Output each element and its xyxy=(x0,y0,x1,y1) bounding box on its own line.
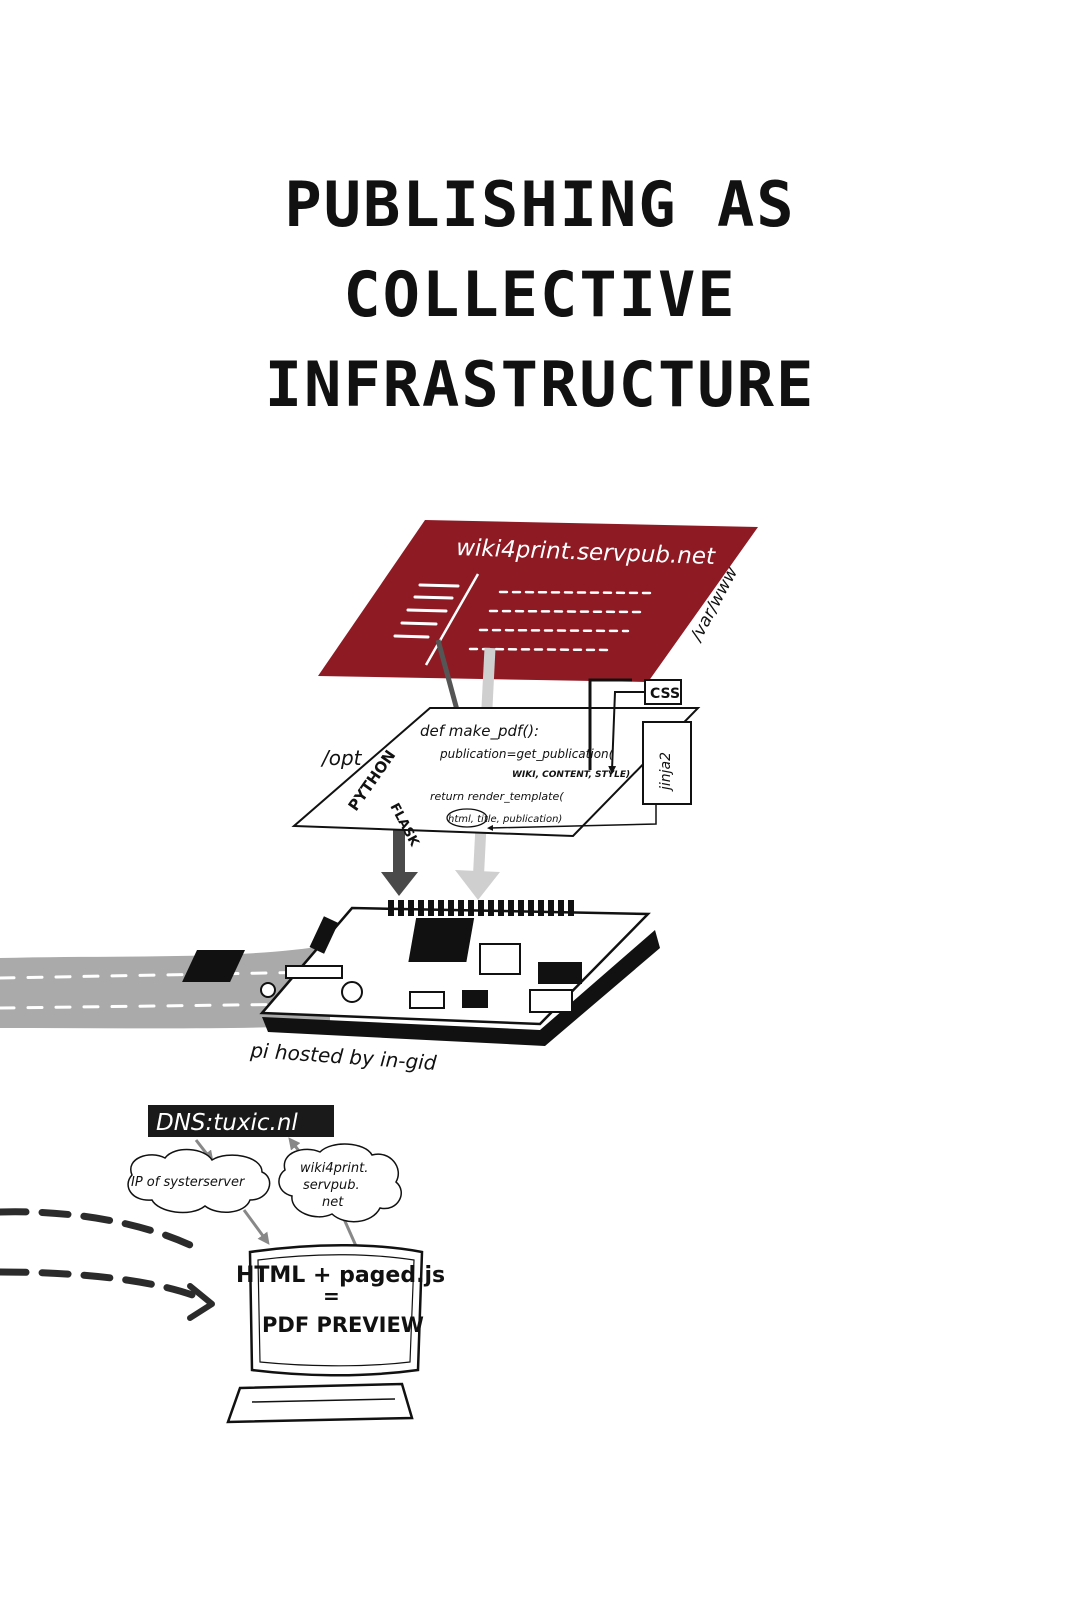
domain-bubble-line-1: wiki4print. xyxy=(300,1161,368,1176)
computer-line-1: HTML + paged.js xyxy=(236,1263,445,1288)
title-line-2: COLLECTIVE xyxy=(343,258,737,331)
website-panel-shape xyxy=(318,520,758,682)
pi-usb-port-2 xyxy=(529,989,573,1013)
computer-monitor-inner xyxy=(257,1254,415,1367)
pi-gpio-pins xyxy=(388,900,574,916)
pi-hdmi-port xyxy=(409,991,445,1009)
pi-cpu-chip xyxy=(182,950,246,982)
dns-label-text: DNS:tuxic.nl xyxy=(156,1110,298,1136)
ip-bubble-shape xyxy=(127,1148,271,1214)
pi-ethernet-port xyxy=(408,918,475,962)
computer-line-3: PDF PREVIEW xyxy=(262,1313,424,1337)
domain-bubble-line-3: net xyxy=(322,1195,344,1210)
domain-bubble-line-2: servpub. xyxy=(303,1178,360,1193)
dashed-flow-arrow-lower xyxy=(0,1268,209,1304)
pi-memory-chip xyxy=(479,943,521,975)
jinja-connector xyxy=(487,804,657,831)
title-line-3: INFRASTRUCTURE xyxy=(264,348,816,421)
left-bubble-to-computer-arrow xyxy=(242,1209,270,1245)
css-connector xyxy=(608,691,645,774)
pi-led xyxy=(260,982,276,998)
pi-usb-port-1 xyxy=(538,962,582,984)
web-to-pi-light-arrowhead xyxy=(455,870,500,900)
pi-power-port xyxy=(462,990,488,1008)
computer: HTML + paged.js = PDF PREVIEW xyxy=(226,1244,445,1424)
jinja-box: jinja2 xyxy=(487,721,692,831)
network-cable-shape xyxy=(0,945,330,1029)
pi-board-underside xyxy=(262,930,660,1046)
pi-flex-connector xyxy=(285,965,343,979)
dashed-flow-arrowhead xyxy=(187,1283,215,1321)
pi-audio-jack xyxy=(341,981,363,1003)
code-panel-shape xyxy=(291,707,701,838)
computer-line-2: = xyxy=(323,1284,340,1308)
website-panel: wiki4print.servpub.net /var/www xyxy=(318,520,758,682)
dns-label-box xyxy=(148,1105,334,1137)
domain-bubble: wiki4print. servpub. net xyxy=(278,1143,402,1223)
code-line-def: def make_pdf(): xyxy=(420,722,539,741)
code-line-args: WIKI, CONTENT, STYLE) xyxy=(512,770,630,780)
code-line-publication: publication=get_publication( xyxy=(439,747,615,761)
website-sidebar-lines xyxy=(393,583,460,639)
website-divider xyxy=(424,573,480,666)
dashed-flow-arrow-upper xyxy=(0,1208,194,1249)
code-panel: /opt PYTHON FLASK def make_pdf(): public… xyxy=(291,707,701,850)
code-line-return: return render_template( xyxy=(430,790,564,803)
network-cable xyxy=(0,945,330,1029)
raspberry-pi-board: pi hosted by in-gid xyxy=(182,900,660,1075)
computer-monitor xyxy=(248,1244,424,1377)
computer-keyboard xyxy=(226,1382,414,1424)
code-to-pi-dark-arrowhead xyxy=(381,872,418,896)
code-html-circle xyxy=(446,808,488,828)
dashed-flow-arrows xyxy=(0,1208,209,1304)
var-www-connector xyxy=(588,678,632,770)
code-path-label: /opt xyxy=(320,746,363,770)
network-cable-dashes xyxy=(0,970,322,1010)
dns-label: DNS:tuxic.nl xyxy=(148,1105,334,1137)
ip-bubble-text: IP of systerserver xyxy=(131,1175,246,1190)
ip-bubble: IP of systerserver xyxy=(127,1148,271,1214)
computer-keyboard-keys xyxy=(251,1398,396,1403)
css-box: CSS xyxy=(588,678,682,774)
page-title: PUBLISHING AS COLLECTIVE INFRASTRUCTURE xyxy=(0,160,1080,430)
domain-bubble-shape xyxy=(278,1143,402,1223)
jinja-box-frame xyxy=(642,721,692,805)
pi-caption: pi hosted by in-gid xyxy=(249,1038,438,1075)
css-box-label: CSS xyxy=(650,686,680,702)
website-content-lines xyxy=(468,590,654,652)
pi-sd-slot xyxy=(309,916,339,954)
jinja-box-label: jinja2 xyxy=(658,752,674,792)
title-line-1: PUBLISHING AS xyxy=(284,168,796,241)
code-line-params: html, title, publication) xyxy=(448,814,562,825)
